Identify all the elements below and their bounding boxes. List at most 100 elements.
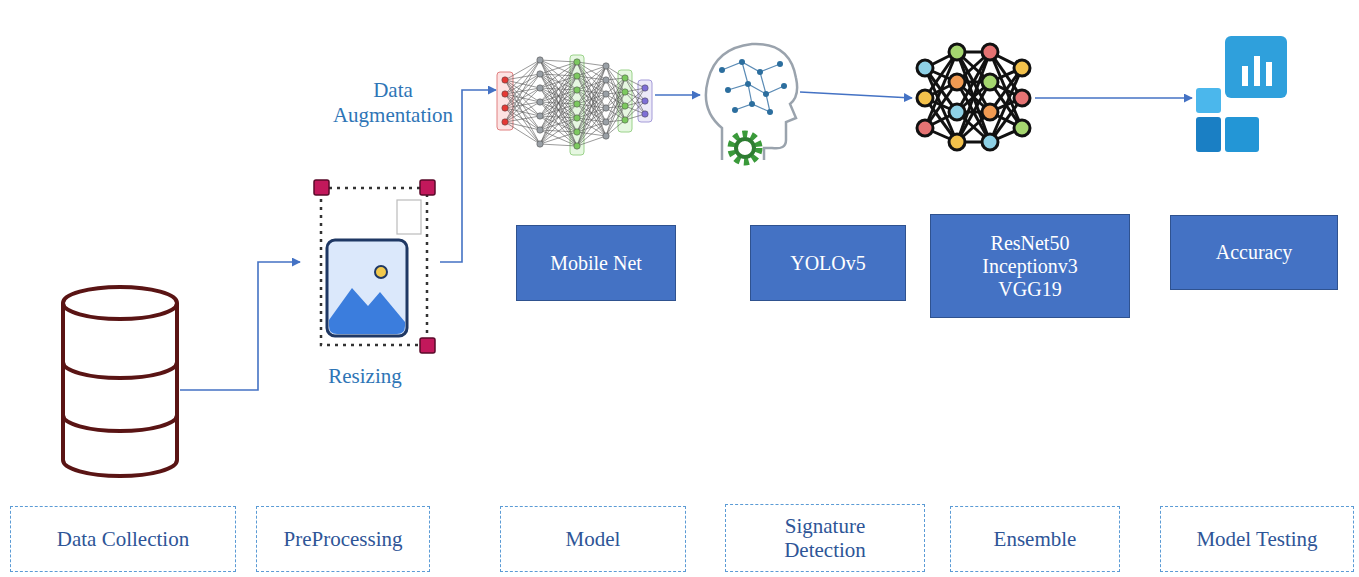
circuit-dots [719,59,787,115]
net-link [540,88,577,146]
circuit-lines [722,62,784,112]
net-link [577,62,606,136]
neuron [1014,60,1030,76]
circuit-dot [719,67,725,73]
neuron [574,87,580,93]
box-text: YOLOv5 [790,252,866,275]
head-outline [706,44,797,160]
net-link [577,122,606,146]
neuron [622,103,628,109]
net-link [505,116,540,122]
net-link [540,132,577,144]
neuron [1014,90,1030,106]
circuit-dot [781,83,787,89]
gear-ring [736,139,754,157]
flow-arrows [180,90,1192,390]
neural-net-icon [497,55,652,155]
neuron [949,44,965,60]
net-link [540,60,577,118]
circuit-dot [732,107,738,113]
chart-tile [1225,117,1259,152]
neuron [949,74,965,90]
process-box: YOLOv5 [750,225,906,301]
stage-caption: Data Augmentation [318,78,468,128]
chart-bar [1254,56,1260,86]
net-link [577,66,606,146]
corner-handle [420,338,435,353]
net-link [577,80,606,146]
net-link [625,78,645,114]
circuit-dot [763,91,769,97]
net-link [577,66,606,132]
net-link [606,92,625,136]
net-link [577,62,606,66]
net-link [540,60,577,62]
net-link [957,52,990,142]
corner-handle [420,180,435,195]
neuron [917,60,933,76]
neuron [917,90,933,106]
flow-arrow [800,92,912,98]
circuit-dot [739,59,745,65]
net-link [577,108,606,146]
chart-bar [1242,66,1248,86]
net-links [925,52,1022,142]
picture-mountain [329,288,405,334]
stage-label-box: Data Collection [10,506,236,572]
chart-icon [1196,36,1287,152]
neuron [537,141,543,147]
neuron [537,113,543,119]
net-link [540,144,577,146]
circuit-path [722,62,784,112]
process-box: ResNet50 Inceptionv3 VGG19 [930,214,1130,318]
circuit-dot [745,81,751,87]
neuron [982,44,998,60]
neuron [603,105,609,111]
net-link [505,80,540,144]
net-link [540,90,577,144]
neuron [537,99,543,105]
neuron [574,59,580,65]
stage-label-box: PreProcessing [256,506,430,572]
database-icon [63,287,177,476]
dotted-frame [321,188,427,345]
neuron [642,98,648,104]
net-link [505,60,540,108]
neuron [574,73,580,79]
neuron [537,127,543,133]
picture-sun [375,266,387,278]
net-link [505,94,540,144]
box-text: ResNet50 Inceptionv3 VGG19 [968,232,1093,301]
net-link [540,74,577,146]
net-link [540,62,577,130]
net-link [606,78,625,122]
neural-net-black-icon [917,44,1030,150]
neuron [949,104,965,120]
neuron [982,104,998,120]
neuron [537,57,543,63]
neuron [574,143,580,149]
stage-label-box: Ensemble [950,506,1120,572]
neuron [622,89,628,95]
chart-tile [1196,88,1221,113]
net-link [505,122,540,144]
net-links [505,60,645,146]
stage-label-box: Signature Detection [725,504,925,572]
cylinder-band [63,362,177,378]
neuron [537,85,543,91]
hidden-layer-box [618,70,632,132]
stage-label-box: Model [500,506,686,572]
net-link [505,108,540,144]
net-link [577,94,606,146]
neuron [622,75,628,81]
neuron [982,74,998,90]
cylinder-body [63,303,177,476]
neuron [574,101,580,107]
circuit-dot [749,101,755,107]
net-link [540,62,577,144]
box-text: PreProcessing [284,527,403,551]
circuit-dot [777,61,783,67]
flow-arrow [180,262,300,390]
net-link [505,80,540,130]
chart-tile [1225,36,1287,98]
